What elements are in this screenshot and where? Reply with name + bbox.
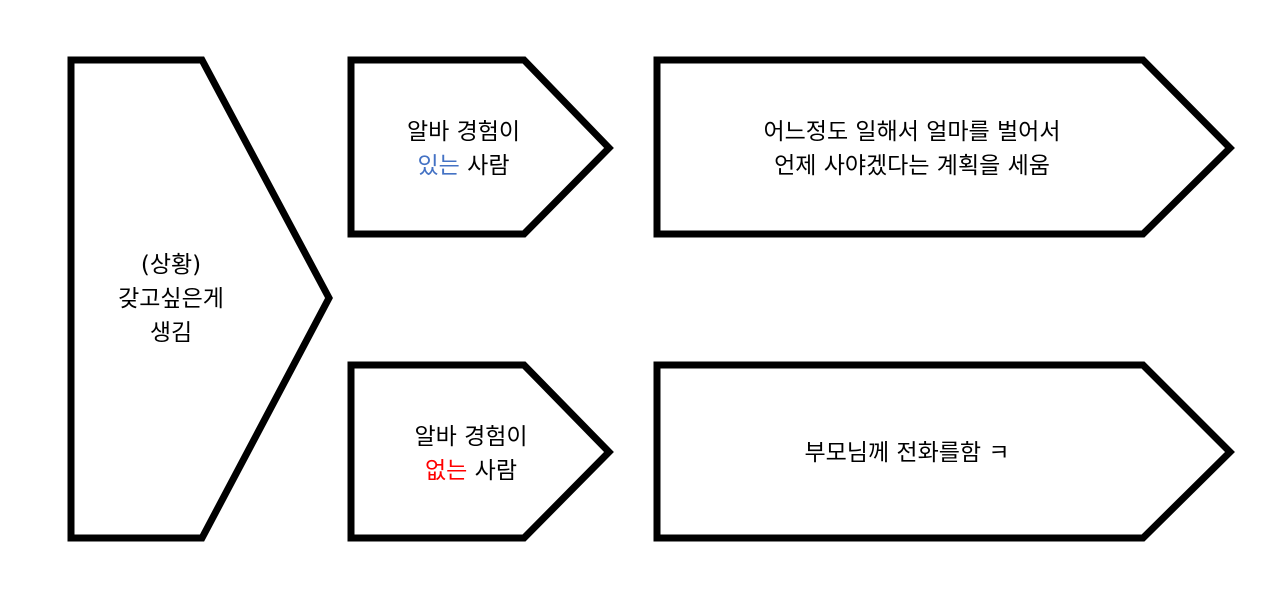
- situation-line-2: 갖고싶은게: [118, 286, 224, 312]
- situation-chevron: [67, 56, 333, 542]
- outcome-no-text: 부모님께 전화를함 ㅋ: [804, 440, 1010, 466]
- branch-no-rest: 사람: [467, 458, 517, 484]
- situation-line-1: (상황): [140, 252, 202, 278]
- situation-label: (상황) 갖고싶은게 생김: [71, 248, 271, 350]
- outcome-yes-line-1: 어느정도 일해서 얼마를 벌어서: [763, 119, 1061, 145]
- branch-yes-rest: 사람: [459, 153, 510, 179]
- branch-no-line-2: 없는 사람: [351, 454, 591, 488]
- branch-no-arrow: [347, 361, 614, 542]
- branch-yes-arrow: [347, 56, 614, 238]
- outcome-yes-line-2: 언제 사야겠다는 계획을 세움: [774, 153, 1050, 179]
- branch-yes-line-1: 알바 경험이: [406, 119, 521, 145]
- branch-no-highlight: 없는: [425, 458, 468, 484]
- outcome-yes-arrow: [653, 56, 1235, 238]
- outcome-no-arrow: [653, 361, 1235, 542]
- branch-no-label: 알바 경험이 없는 사람: [351, 420, 591, 488]
- outcome-yes-label: 어느정도 일해서 얼마를 벌어서 언제 사야겠다는 계획을 세움: [657, 115, 1167, 183]
- branch-yes-line-2: 있는 사람: [351, 149, 576, 183]
- situation-line-3: 생김: [149, 320, 193, 346]
- branch-yes-label: 알바 경험이 있는 사람: [351, 115, 576, 183]
- outcome-no-label: 부모님께 전화를함 ㅋ: [657, 436, 1157, 470]
- branch-yes-highlight: 있는: [417, 153, 460, 179]
- branch-no-line-1: 알바 경험이: [414, 424, 528, 450]
